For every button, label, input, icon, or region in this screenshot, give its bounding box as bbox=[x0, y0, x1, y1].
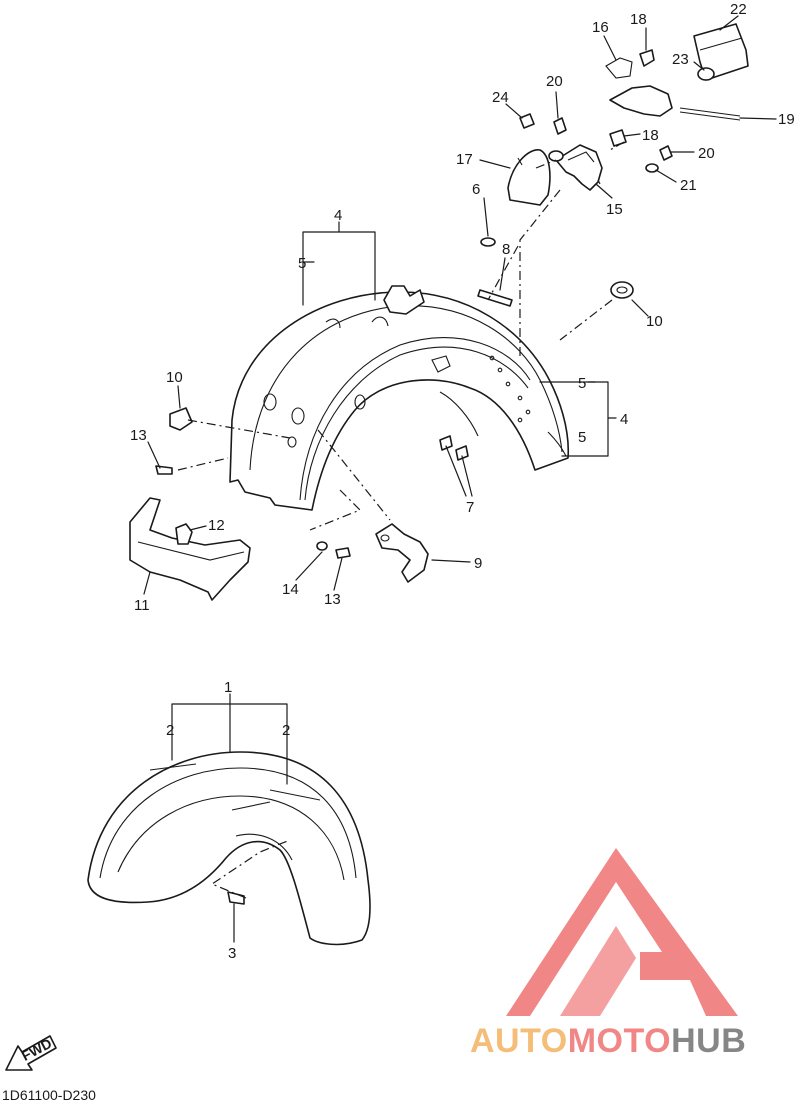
part-6-washer bbox=[480, 237, 496, 247]
front-fender bbox=[87, 751, 371, 946]
callout-7: 7 bbox=[466, 499, 474, 516]
part-9-bracket bbox=[375, 523, 429, 583]
callout-4-top: 4 bbox=[334, 207, 342, 224]
callout-8: 8 bbox=[502, 241, 510, 258]
callout-2-right: 2 bbox=[282, 722, 290, 739]
part-22-plate bbox=[693, 23, 749, 81]
part-13-bolt-left bbox=[155, 465, 173, 475]
part-15-bracket bbox=[555, 144, 603, 191]
callout-22: 22 bbox=[730, 1, 747, 18]
callout-11: 11 bbox=[134, 597, 150, 614]
callout-18-mid: 18 bbox=[642, 127, 659, 144]
callout-5-right-a: 5 bbox=[578, 375, 586, 392]
part-7-pad-b bbox=[455, 445, 469, 461]
part-14-washer bbox=[316, 541, 328, 551]
callout-4-right: 4 bbox=[620, 411, 628, 428]
front-fender-bolt bbox=[227, 891, 245, 905]
callout-24: 24 bbox=[492, 89, 509, 106]
callout-10-right: 10 bbox=[646, 313, 663, 330]
part-17-body bbox=[507, 149, 551, 206]
callout-19: 19 bbox=[778, 111, 795, 128]
callout-5-top: 5 bbox=[298, 255, 306, 272]
watermark-part-auto: AUTO bbox=[470, 1022, 568, 1060]
callout-23: 23 bbox=[672, 51, 689, 68]
callout-17: 17 bbox=[456, 151, 473, 168]
part-10-grommet-left bbox=[169, 407, 193, 431]
callout-21: 21 bbox=[680, 177, 697, 194]
watermark-logo: AUTOMOTOHUB bbox=[470, 848, 746, 1060]
diagram-code: 1D61100-D230 bbox=[2, 1087, 96, 1103]
assembly-lines bbox=[177, 141, 625, 899]
callout-18-top: 18 bbox=[630, 11, 647, 28]
rear-fender bbox=[229, 285, 570, 511]
callout-13-left: 13 bbox=[130, 427, 147, 444]
callout-13-right: 13 bbox=[324, 591, 341, 608]
callout-10-left: 10 bbox=[166, 369, 183, 386]
callout-20-right: 20 bbox=[698, 145, 715, 162]
forward-arrow: FWD bbox=[5, 1035, 57, 1071]
tail-bracket-group bbox=[507, 23, 749, 206]
callout-12: 12 bbox=[208, 517, 225, 534]
part-13-bolt-right bbox=[335, 547, 351, 559]
watermark-part-hub: HUB bbox=[671, 1022, 746, 1060]
watermark-triangle-icon bbox=[506, 848, 738, 1016]
callout-16: 16 bbox=[592, 19, 609, 36]
fender-lower-guard bbox=[129, 497, 251, 601]
part-16-bracket bbox=[609, 85, 673, 117]
watermark-part-moto: MOTO bbox=[568, 1022, 671, 1060]
callout-3: 3 bbox=[228, 945, 236, 962]
callout-9: 9 bbox=[474, 555, 482, 572]
callout-1: 1 bbox=[224, 679, 232, 696]
callout-6: 6 bbox=[472, 181, 480, 198]
callout-20-top: 20 bbox=[546, 73, 563, 90]
part-7-pad-a bbox=[439, 435, 453, 451]
leader-lines bbox=[143, 15, 777, 943]
fwd-arrow-icon bbox=[5, 1035, 57, 1071]
callouts: 1 2 2 3 4 4 5 5 5 6 7 8 9 10 10 11 12 13… bbox=[130, 1, 795, 962]
part-10-grommet-right bbox=[610, 281, 634, 299]
watermark-text: AUTOMOTOHUB bbox=[470, 1022, 746, 1060]
callout-5-right-b: 5 bbox=[578, 429, 586, 446]
callout-15: 15 bbox=[606, 201, 623, 218]
callout-2-left: 2 bbox=[166, 722, 174, 739]
callout-14: 14 bbox=[282, 581, 299, 598]
part-8-strip bbox=[477, 289, 513, 307]
loose-parts bbox=[155, 237, 634, 583]
